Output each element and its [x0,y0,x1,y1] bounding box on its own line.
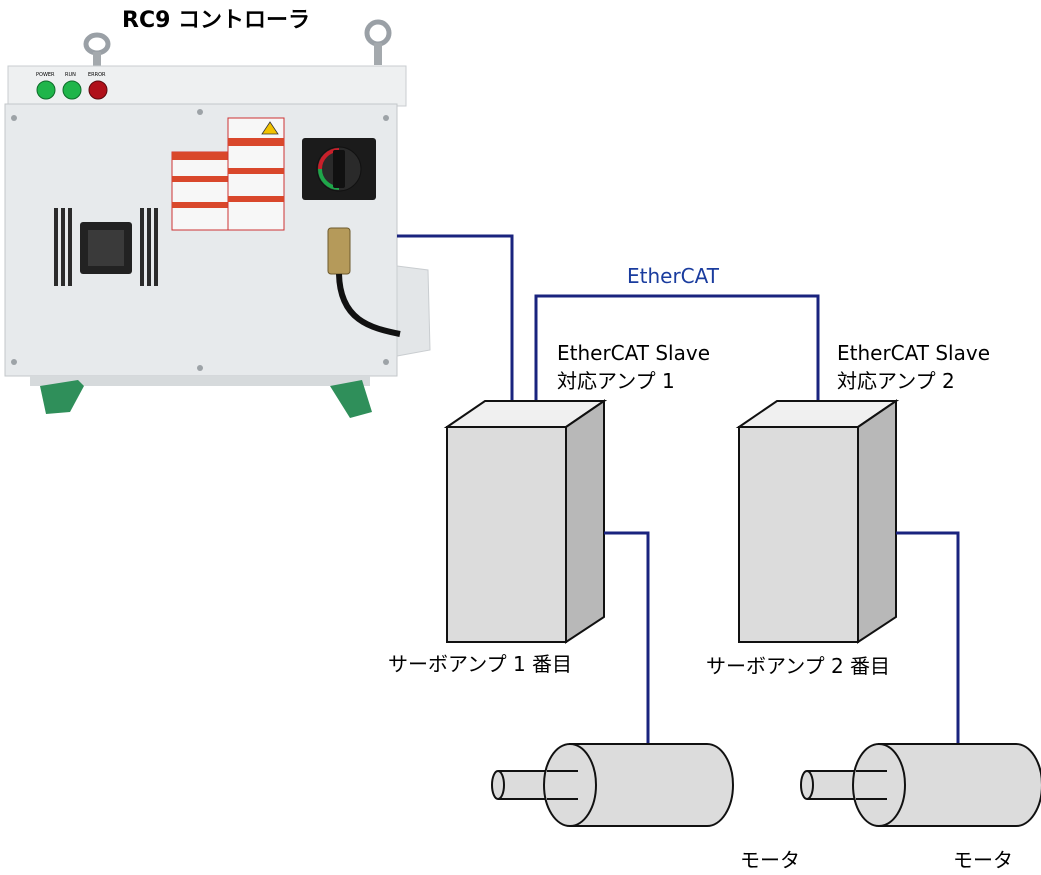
controller-to-amp1-line [397,234,514,425]
amp2-name-label: サーボアンプ 2 番目 [706,654,891,678]
fan-grille [88,230,124,266]
servo-amp-2 [735,399,900,644]
panel-screws [11,109,389,371]
foot-left [40,380,84,414]
error-lamp-icon [88,80,108,100]
foot-right [330,380,372,418]
amp2-slave-label-line2: 対応アンプ 2 [837,369,955,393]
motor-wiring [604,531,960,750]
power-lamp-icon [36,80,56,100]
error-lamp-label: ERROR [88,72,106,78]
ethercat-wiring [397,234,820,425]
amp2-slave-label-line1: EtherCAT Slave [837,341,990,365]
amp1-to-motor1-line [604,531,650,745]
eye-bolt-left-icon [83,32,111,66]
eye-bolt-right-icon [364,19,392,65]
controller-title: RC9 コントローラ [122,8,311,33]
motor2-label: モータ [953,848,1013,872]
amp1-to-amp2-line [534,294,820,425]
vent-left-icon [54,208,72,286]
motor1-label: モータ [740,848,800,872]
amp2-to-motor2-line [896,531,960,750]
controller-cabinet [4,19,431,418]
cable-cover [396,265,431,357]
warning-label-right [227,117,285,231]
vent-right-icon [140,208,158,286]
run-lamp-label: RUN [65,72,76,78]
amp1-slave-label-line1: EtherCAT Slave [557,341,710,365]
amp1-name-label: サーボアンプ 1 番目 [388,652,573,676]
ethercat-label: EtherCAT [627,264,719,288]
motor-1-icon [491,743,734,827]
cable-connector-icon [327,227,401,337]
servo-amp-1 [443,399,608,644]
power-lamp-label: POWER [36,72,55,78]
warning-label-left [171,151,229,231]
amp1-slave-label-line2: 対応アンプ 1 [557,369,675,393]
run-lamp-icon [62,80,82,100]
motor-2-icon [800,743,1041,827]
cabinet-base [30,376,370,386]
